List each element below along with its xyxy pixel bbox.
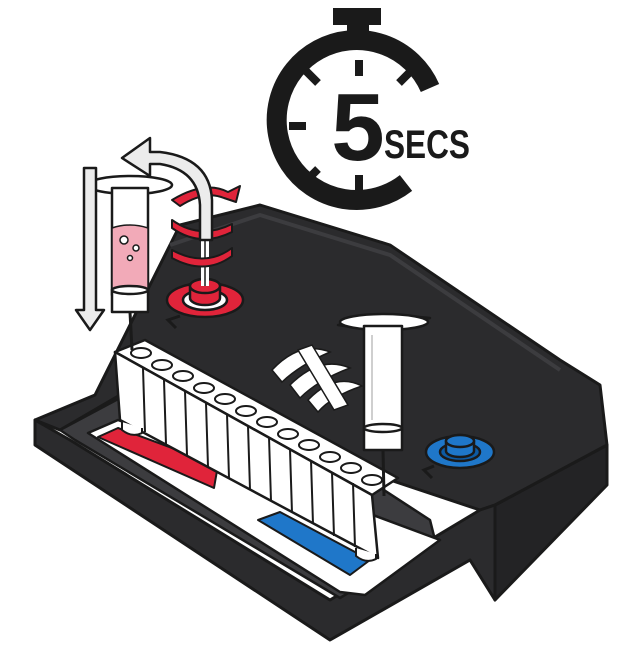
timer-value: 5: [331, 74, 384, 181]
red-rotate-knob: [165, 277, 245, 330]
rotate-ccw-icon: [421, 464, 435, 480]
brand-logo-mark: [271, 344, 364, 414]
left-syringe: [86, 174, 174, 351]
right-syringe: [336, 312, 432, 497]
well-strip: [113, 338, 400, 562]
blue-rotate-knob: [421, 433, 496, 480]
arrow-down-icon: [74, 166, 106, 332]
timer-unit: SECS: [384, 123, 470, 167]
rotate-ccw-icon: [165, 314, 181, 330]
stopwatch-icon: 5 SECS: [266, 8, 470, 210]
arrow-curve-left-icon: [120, 136, 214, 242]
